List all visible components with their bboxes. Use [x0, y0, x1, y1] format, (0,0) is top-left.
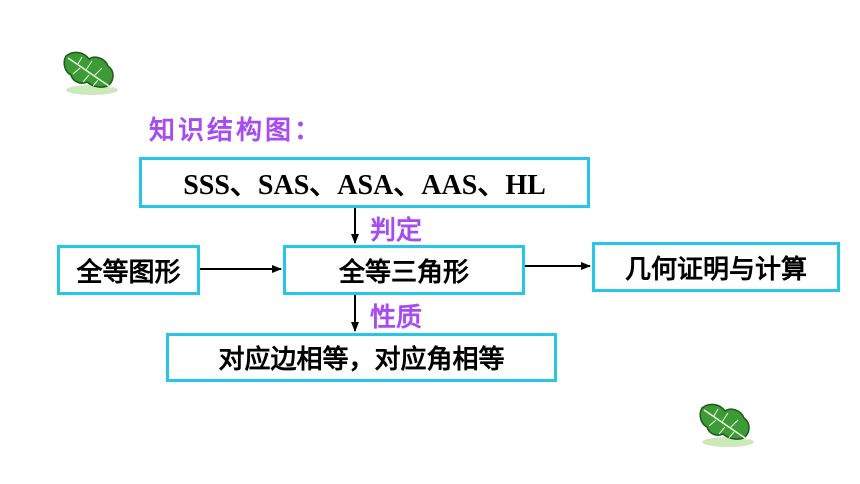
properties-text: 对应边相等，对应角相等 — [218, 345, 505, 375]
leaf-icon — [699, 403, 754, 447]
properties-box: 对应边相等，对应角相等 — [166, 333, 557, 382]
criteria-text: SSS、SAS、ASA、AAS、HL — [183, 169, 546, 201]
leaf-icon — [63, 51, 118, 95]
congruent-triangles-text: 全等三角形 — [338, 257, 469, 288]
edge-label-judge: 判定 — [370, 216, 423, 246]
edge-label-property: 性质 — [370, 303, 423, 333]
congruent-figures-box: 全等图形 — [57, 245, 200, 295]
congruent-triangles-box: 全等三角形 — [283, 245, 525, 295]
criteria-box: SSS、SAS、ASA、AAS、HL — [139, 157, 590, 208]
proof-calculation-text: 几何证明与计算 — [624, 254, 807, 285]
proof-calculation-box: 几何证明与计算 — [592, 242, 840, 292]
diagram-title: 知识结构图： — [149, 116, 324, 146]
congruent-figures-text: 全等图形 — [76, 257, 181, 288]
